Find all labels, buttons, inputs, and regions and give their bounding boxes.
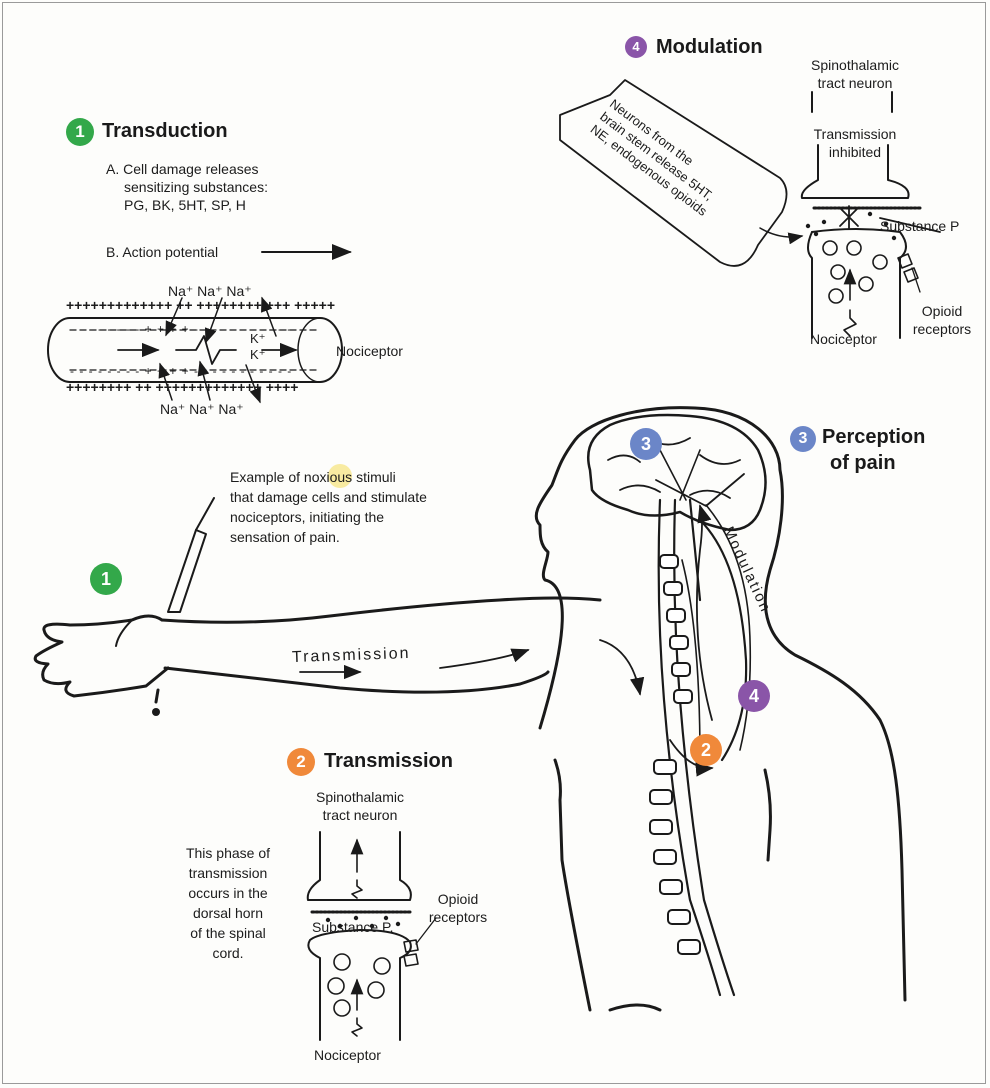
phase-line4: dorsal horn <box>168 904 288 922</box>
transduction-badge: 1 <box>66 118 94 146</box>
perception-badge: 3 <box>790 426 816 452</box>
transduction-a-line2: sensitizing substances: <box>124 178 268 196</box>
perception-title-line2: of pain <box>830 452 896 475</box>
inhibited-line1: Transmission <box>800 125 910 143</box>
stimulus-line2: that damage cells and stimulate <box>230 488 427 506</box>
modulation-tract-line1: Spinothalamic <box>800 56 910 74</box>
scalpel <box>168 498 214 612</box>
vesicles <box>328 241 887 1016</box>
transmission-nociceptor: Nociceptor <box>314 1046 381 1064</box>
modulation-substance-p: Substance P <box>880 217 959 235</box>
transduction-b-label: B. Action potential <box>106 243 218 261</box>
phase-line6: cord. <box>168 944 288 962</box>
stimulus-line3: nociceptors, initiating the <box>230 508 384 526</box>
spine-transmission-badge: 2 <box>690 734 722 766</box>
transmission-substance-p: Substance P. <box>312 918 393 936</box>
transduction-a-line1: A. Cell damage releases <box>106 160 259 178</box>
phase-line5: of the spinal <box>168 924 288 942</box>
stimulus-line1: Example of noxious stimuli <box>230 468 396 486</box>
transmission-badge: 2 <box>287 748 315 776</box>
charge-top-outer: +++++++++++++ ++ ++++++++ +++ +++++ <box>66 296 335 314</box>
charge-bottom-outer: ++++++++ ++ +++++++++++++ ++++ <box>66 378 298 396</box>
modulation-title: Modulation <box>656 36 763 59</box>
transmission-opioid-line1: Opioid <box>418 890 498 908</box>
modulation-badge: 4 <box>625 36 647 58</box>
transmission-synapse <box>308 832 436 1040</box>
transduction-a-line3: PG, BK, 5HT, SP, H <box>124 196 246 214</box>
stimulus-line4: sensation of pain. <box>230 528 340 546</box>
transduction-title: Transduction <box>102 120 228 143</box>
modulation-nociceptor: Nociceptor <box>810 330 877 348</box>
perception-title-line1: Perception <box>822 426 925 449</box>
phase-line1: This phase of <box>168 844 288 862</box>
brain <box>588 415 765 530</box>
transmission-title: Transmission <box>324 750 453 773</box>
phase-line2: transmission <box>168 864 288 882</box>
transmission-tract-line1: Spinothalamic <box>300 788 420 806</box>
sodium-bottom-label: Na⁺ Na⁺ Na⁺ <box>160 400 244 418</box>
transmission-tract-line2: tract neuron <box>300 806 420 824</box>
modulation-tract-line2: tract neuron <box>800 74 910 92</box>
spine-modulation-badge: 4 <box>738 680 770 712</box>
modulation-opioid-line2: receptors <box>904 320 980 338</box>
phase-line3: occurs in the <box>168 884 288 902</box>
transmission-opioid-line2: receptors <box>418 908 498 926</box>
modulation-opioid-line1: Opioid <box>904 302 980 320</box>
fiber-nociceptor-label: Nociceptor <box>336 342 403 360</box>
stimulus-badge: 1 <box>90 563 122 595</box>
brain-perception-badge: 3 <box>630 428 662 460</box>
inhibited-line2: inhibited <box>800 143 910 161</box>
